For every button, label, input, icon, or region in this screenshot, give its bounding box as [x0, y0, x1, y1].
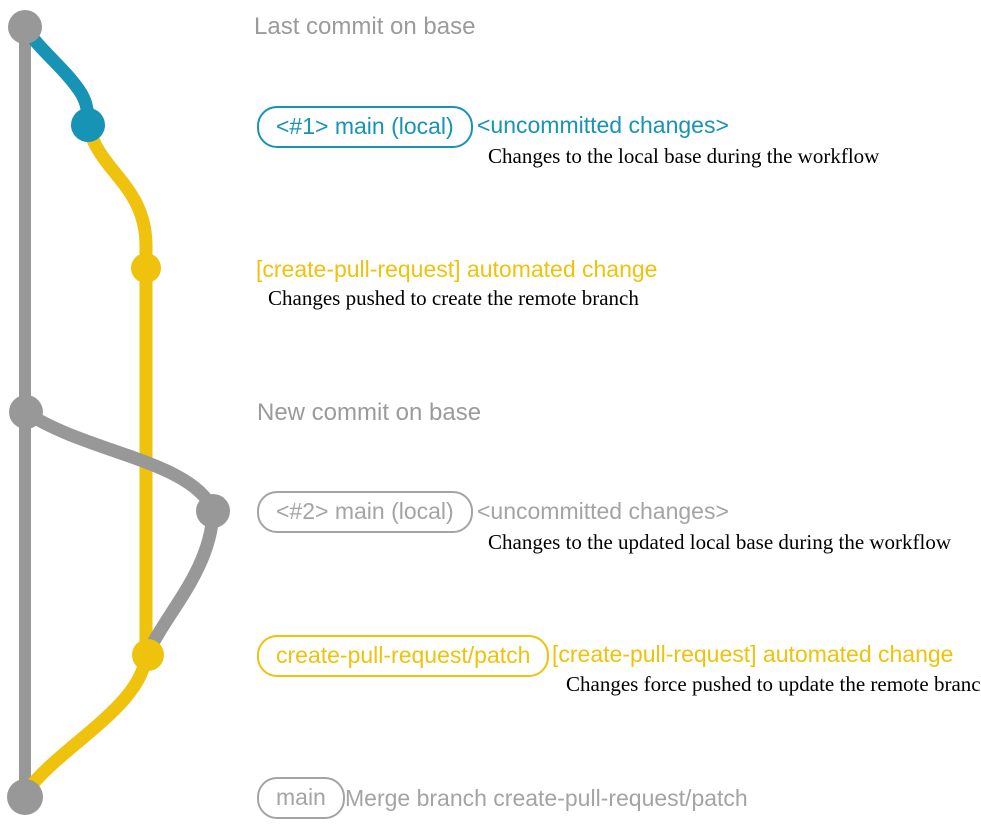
local-changes-2-in-line	[144, 505, 220, 654]
commit-message-merge: Merge branch create-pull-request/patch	[345, 785, 748, 811]
commit-description-automated-2: Changes force pushed to update the remot…	[566, 672, 981, 696]
commit-dot-local-1	[71, 108, 105, 142]
commit-graph	[7, 10, 230, 815]
note-new-commit-on-base: New commit on base	[257, 399, 482, 426]
commit-description-uncommitted-1: Changes to the local base during the wor…	[488, 144, 880, 168]
note-last-commit-on-base: Last commit on base	[254, 13, 476, 40]
local-changes-1-line	[19, 22, 95, 130]
commit-message-uncommitted-2: <uncommitted changes>	[477, 498, 729, 524]
commit-description-automated-1: Changes pushed to create the remote bran…	[268, 286, 639, 310]
branch-badge-main-local-1: <#1> main (local)	[257, 106, 473, 148]
commit-dot-new-base	[9, 395, 43, 429]
commit-dot-last-base	[8, 10, 42, 44]
commit-dot-local-2	[196, 494, 230, 528]
commit-dot-automated-1	[131, 253, 161, 283]
commit-message-uncommitted-1: <uncommitted changes>	[477, 112, 729, 138]
branch-badge-main-local-2: <#2> main (local)	[257, 491, 473, 533]
commit-description-uncommitted-2: Changes to the updated local base during…	[488, 530, 952, 554]
branch-badge-main: main	[257, 777, 345, 819]
commit-message-automated-2: [create-pull-request] automated change	[552, 641, 954, 667]
commit-dot-automated-2	[132, 639, 164, 671]
commit-message-automated-1: [create-pull-request] automated change	[256, 256, 658, 282]
commit-dot-merge	[7, 779, 43, 815]
branch-badge-patch: create-pull-request/patch	[257, 635, 550, 677]
local-changes-2-out-line	[20, 406, 220, 517]
